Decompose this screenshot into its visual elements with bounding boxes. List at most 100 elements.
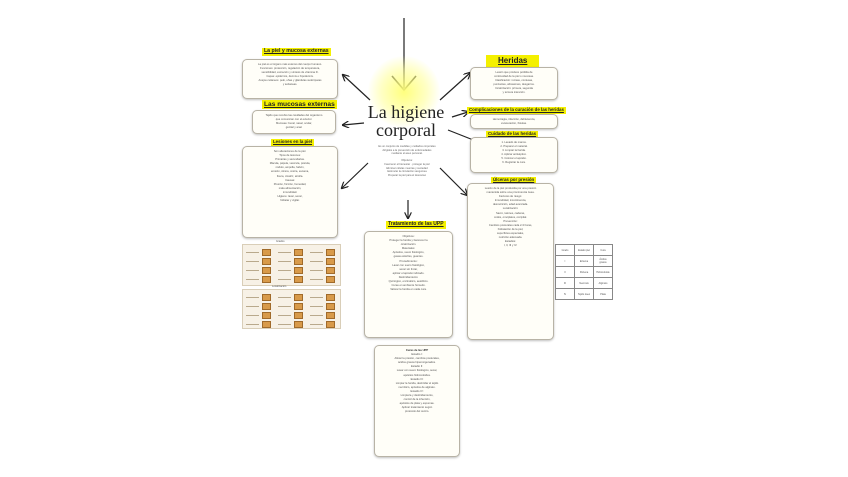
illustration-cell	[326, 312, 335, 319]
center-title: La higiene corporal	[367, 102, 445, 140]
illustration-cell	[326, 294, 335, 301]
center-description-line: mediante el aseo personal.	[391, 152, 423, 156]
illustration-line	[310, 306, 323, 307]
cuidado-line: 6. Registrar la cura.	[502, 161, 526, 165]
mucosas-line: Tejido que recubre las cavidades del org…	[265, 114, 323, 117]
center-glow	[368, 56, 440, 128]
illustration-cell	[326, 276, 335, 283]
ulceras-line: I, II, III y IV.	[503, 244, 518, 248]
illustration-line	[278, 297, 291, 298]
arrow-ulceras	[439, 167, 467, 195]
illustration-cell	[294, 249, 303, 256]
curas-line: Limpiar la herida, desbridar el tejido	[395, 381, 439, 385]
complicaciones-line: Hemorragia, infección, dehiscencia,	[492, 118, 536, 121]
tratamiento-line: Procedimiento:	[399, 259, 418, 263]
curas-line: Estadio II:	[411, 365, 423, 369]
illustration-cell	[262, 303, 271, 310]
cuidado-line: 3. Limpiar la herida.	[502, 149, 526, 153]
curas-line: Estadio III:	[410, 377, 424, 381]
center-description-line: Eliminar células muertas y suciedad	[386, 166, 428, 170]
curas-title: Curas de las UPP	[405, 349, 429, 352]
table-cell: Ácidos grasos	[593, 255, 613, 267]
piel-line: y sebáceas.	[282, 83, 298, 87]
ulceras-box: Lesión de la piel producida por una pres…	[467, 183, 554, 340]
table-cell: III	[555, 277, 575, 289]
tratamiento-line: Apósitos, suero fisiológico,	[392, 251, 425, 255]
thumb-caption-2: Localización	[272, 285, 287, 288]
tratamiento-line: Desbridamiento:	[398, 275, 419, 279]
curas-box: Curas de las UPP Estadio I:Aliviar la pr…	[374, 345, 460, 457]
lesiones-line: Primarias y secundarias.	[275, 158, 305, 162]
illustration-cell	[326, 303, 335, 310]
curas-line: Lavar con suero fisiológico, secar,	[396, 369, 438, 373]
table-cell: IV	[555, 288, 575, 300]
tratamiento-line: Curas en ambiente húmedo.	[391, 284, 426, 288]
illustration-line	[246, 324, 259, 325]
illustration-line	[246, 306, 259, 307]
table-cell: I	[555, 255, 575, 267]
illustration-line	[310, 252, 323, 253]
illustration-line	[278, 252, 291, 253]
table-cell: Plata	[593, 288, 613, 300]
arrow-mucosas	[343, 123, 365, 125]
ulceras-line: Estadios:	[504, 240, 517, 244]
illustration-cell	[262, 258, 271, 265]
illustration-cell	[262, 294, 271, 301]
tratamiento-line: gasas estériles, guantes.	[393, 255, 424, 259]
illustration-cell	[262, 267, 271, 274]
tratamiento-line: Objetivos:	[402, 235, 415, 238]
piel-line: La piel es el órgano más extenso del cue…	[258, 63, 322, 66]
ulceras-line: Prevención:	[503, 219, 518, 223]
illustration-cell	[326, 258, 335, 265]
piel-label: La piel y mucosa externas	[262, 48, 331, 56]
table-cell: Tejido óseo	[574, 288, 594, 300]
illustration-cell	[326, 249, 335, 256]
illustration-cell	[262, 312, 271, 319]
ulceras-line: Sacro, talones, caderas,	[496, 211, 525, 215]
mucosas-box: Tejido que recubre las cavidades del org…	[252, 110, 336, 134]
illustration-cell	[262, 321, 271, 328]
table-cell: Necrosis	[574, 277, 594, 289]
lesiones-box: Son alteraciones de la piel.Tipos de les…	[242, 146, 338, 238]
illustration-line	[278, 306, 291, 307]
ulceras-line: Localización:	[502, 207, 519, 211]
illustration-line	[246, 270, 259, 271]
lesiones-line: inmovilidad.	[282, 190, 298, 194]
upp-location-image	[242, 289, 341, 329]
tratamiento-line: Quirúrgico, enzimático, autolítico.	[388, 280, 429, 284]
piel-line: Capas: epidermis, dermis e hipodermis.	[266, 75, 314, 79]
curas-line: Estadio IV:	[410, 389, 424, 393]
tratamiento-line: aplicar el apósito indicado.	[392, 271, 425, 275]
lesiones-line: Tipos de lesiones:	[279, 154, 301, 158]
illustration-line	[278, 324, 291, 325]
heridas-line: punzantes, abrasiones, desgarros.	[493, 83, 535, 87]
curas-line: Limpieza y desbridamiento,	[400, 394, 434, 398]
lesiones-line: mala alimentación,	[278, 186, 302, 190]
illustration-cell	[262, 249, 271, 256]
illustration-cell	[294, 294, 303, 301]
heridas-line: continuidad de la piel o mucosas.	[494, 75, 534, 79]
illustration-line	[310, 324, 323, 325]
ulceras-line: Lesión de la piel producida por una pres…	[484, 187, 537, 190]
piel-line: sensibilidad, excreción y síntesis de vi…	[261, 71, 319, 75]
curas-line: control de la infección,	[403, 398, 431, 402]
mucosas-line: Mucosas: bucal, nasal, ocular,	[275, 122, 312, 126]
ulceras-line: hidratación de la piel,	[497, 227, 524, 231]
center-description-line: Estimular la circulación sanguínea	[387, 170, 427, 174]
illustration-cell	[294, 258, 303, 265]
complicaciones-label: Complicaciones de la curación de las her…	[467, 107, 566, 114]
cuidado-line: 2. Preparar el material.	[500, 145, 528, 149]
ulceras-line: Inmovilidad, incontinencia,	[494, 199, 527, 203]
illustration-line	[278, 279, 291, 280]
illustration-cell	[262, 276, 271, 283]
heridas-line: Lesión que produce pérdida de	[495, 71, 533, 74]
curas-line: protocolo del centro.	[404, 410, 430, 414]
center-description-line: Preparar la piel para el descanso	[387, 173, 427, 177]
curas-line: apósitos de plata y espumas.	[399, 402, 435, 406]
lesiones-line: Causas:	[285, 178, 295, 182]
mucosas-line: genital y anal.	[285, 126, 303, 130]
piel-line: Anejos cutáneos: pelo, uñas y glándulas …	[258, 79, 322, 83]
center-description: Es un conjunto de medidas y cuidados cor…	[362, 145, 452, 177]
